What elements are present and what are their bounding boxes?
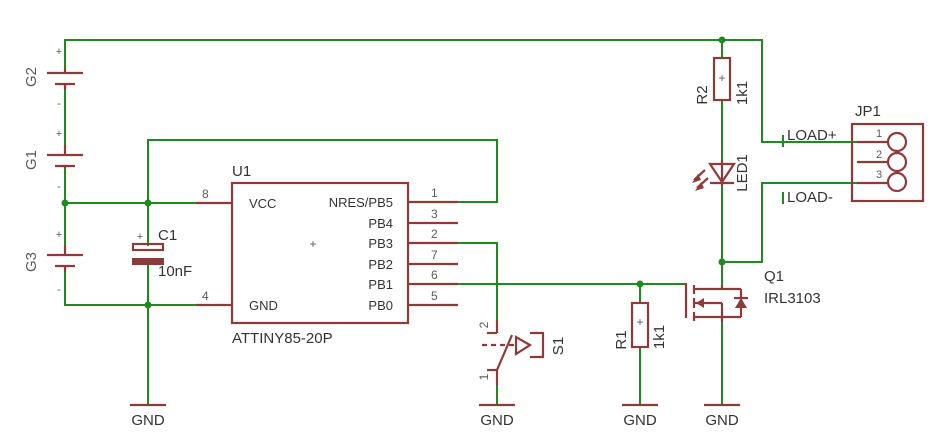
battery-g1-plus: + (56, 128, 62, 140)
junctions (61, 36, 726, 309)
gnd-symbol-q1: GND (704, 403, 740, 429)
connector-pin-number: 1 (876, 128, 882, 140)
ic-pin-number: 1 (431, 186, 438, 200)
switch-name: S1 (550, 337, 567, 355)
resistor-r2-mark: + (718, 71, 725, 85)
ic-pin-label: PB4 (368, 216, 393, 231)
ic-pin-label: PB0 (368, 298, 393, 313)
mosfet-part: IRL3103 (764, 290, 821, 307)
battery-g2-minus: - (57, 98, 61, 110)
connector-name: JP1 (855, 103, 881, 120)
net-label-load-minus: LOAD- (787, 189, 833, 206)
connector-pin-number: 3 (876, 169, 882, 181)
resistor-r1: + R1 1k1 (613, 301, 668, 350)
switch-pin-bottom: 1 (477, 373, 491, 380)
gnd-symbol-s1: GND (479, 403, 515, 429)
resistor-r2-name: R2 (694, 85, 711, 104)
ic-pin-number: 8 (202, 187, 209, 201)
capacitor-value: 10nF (158, 263, 192, 280)
ic-pin-label: PB1 (368, 277, 393, 292)
ic-pin-label: NRES/PB5 (329, 195, 393, 210)
battery-g3-plus: + (56, 229, 62, 241)
capacitor-plus: + (137, 231, 143, 243)
battery-g2-plus: + (56, 46, 62, 58)
gnd-symbol-r1: GND (622, 403, 658, 429)
switch-pin-top: 2 (477, 321, 491, 328)
capacitor-c1: + C1 10nF (131, 227, 192, 280)
ic-pin-number: 3 (431, 207, 438, 221)
ic-center-mark: + (309, 237, 316, 251)
led-name: LED1 (734, 154, 751, 192)
ic-pin-label: PB3 (368, 236, 393, 251)
ic-pin-number: 6 (431, 268, 438, 282)
ic-pin-number: 2 (431, 227, 438, 241)
switch-s1: 2 1 S1 (477, 320, 567, 385)
ic-pin-number: 5 (431, 289, 438, 303)
ic-u1: U1 ATTINY85-20P + VCC 8 GND 4 NRES/PB5 1… (196, 163, 458, 347)
gnd-label: GND (480, 412, 514, 429)
battery-g1-minus: - (57, 181, 61, 193)
ic-name: U1 (232, 163, 251, 180)
battery-g3-name: G3 (23, 252, 40, 272)
mosfet-q1: Q1 IRL3103 (684, 268, 821, 322)
gnd-label: GND (131, 412, 165, 429)
battery-g3: + - G3 (23, 229, 83, 296)
gnd-label: GND (623, 412, 657, 429)
ic-pin-label: PB2 (368, 257, 393, 272)
resistor-r1-name: R1 (613, 330, 630, 349)
resistor-r2-value: 1k1 (734, 81, 751, 105)
gnd-symbol-c1: GND (130, 403, 166, 429)
battery-g2-name: G2 (23, 67, 40, 87)
resistor-r1-value: 1k1 (651, 325, 668, 349)
battery-g1-name: G1 (23, 150, 40, 170)
capacitor-name: C1 (158, 227, 177, 244)
net-label-load-plus: LOAD+ (787, 127, 837, 144)
battery-g2: + - G2 (23, 46, 83, 110)
ic-pin-label: GND (249, 298, 278, 313)
resistor-r2: + R2 1k1 (694, 56, 751, 105)
net-labels: LOAD+ LOAD- (782, 127, 837, 206)
led1: LED1 (692, 154, 751, 192)
gnd-label: GND (705, 412, 739, 429)
ic-pin-number: 4 (202, 289, 209, 303)
ic-part: ATTINY85-20P (232, 330, 333, 347)
connector-pin-number: 2 (876, 149, 882, 161)
battery-g1: + - G1 (23, 128, 83, 193)
ic-pin-label: VCC (249, 196, 276, 211)
battery-g3-minus: - (57, 284, 61, 296)
resistor-r1-mark: + (636, 315, 643, 329)
wires (64, 39, 858, 406)
mosfet-name: Q1 (764, 268, 784, 285)
connector-jp1: JP1 1 2 3 (850, 103, 925, 203)
ic-pin-number: 7 (431, 248, 438, 262)
